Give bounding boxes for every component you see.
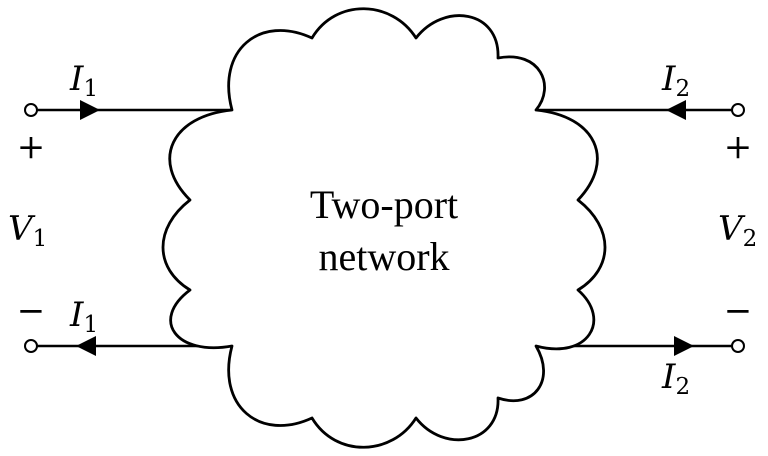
network-cloud	[161, 7, 607, 449]
port2-bottom-current-label: I2	[661, 357, 690, 400]
port1-bottom-current-label: I1	[69, 295, 98, 338]
port2-bottom-current-arrow	[674, 336, 694, 356]
port1-minus-sign: −	[17, 291, 46, 331]
port1-bottom-current-arrow	[76, 336, 96, 356]
port2-minus-sign: −	[724, 291, 753, 331]
port2-top-current-arrow	[666, 100, 686, 120]
port1-top-terminal	[24, 103, 38, 117]
port2-voltage-label: V2	[718, 209, 757, 252]
port1-plus-sign: +	[17, 127, 46, 167]
port1-voltage-label: V1	[8, 209, 47, 252]
port1-top-current-label: I1	[69, 59, 98, 102]
port2-bottom-terminal	[731, 339, 745, 353]
port1-bottom-terminal	[24, 339, 38, 353]
network-label-line2: network	[318, 234, 449, 279]
port1-top-current-arrow	[80, 100, 100, 120]
port2-plus-sign: +	[724, 127, 753, 167]
network-label-line1: Two-port	[310, 182, 458, 227]
port2-top-current-label: I2	[661, 59, 690, 102]
port2-top-terminal	[731, 103, 745, 117]
